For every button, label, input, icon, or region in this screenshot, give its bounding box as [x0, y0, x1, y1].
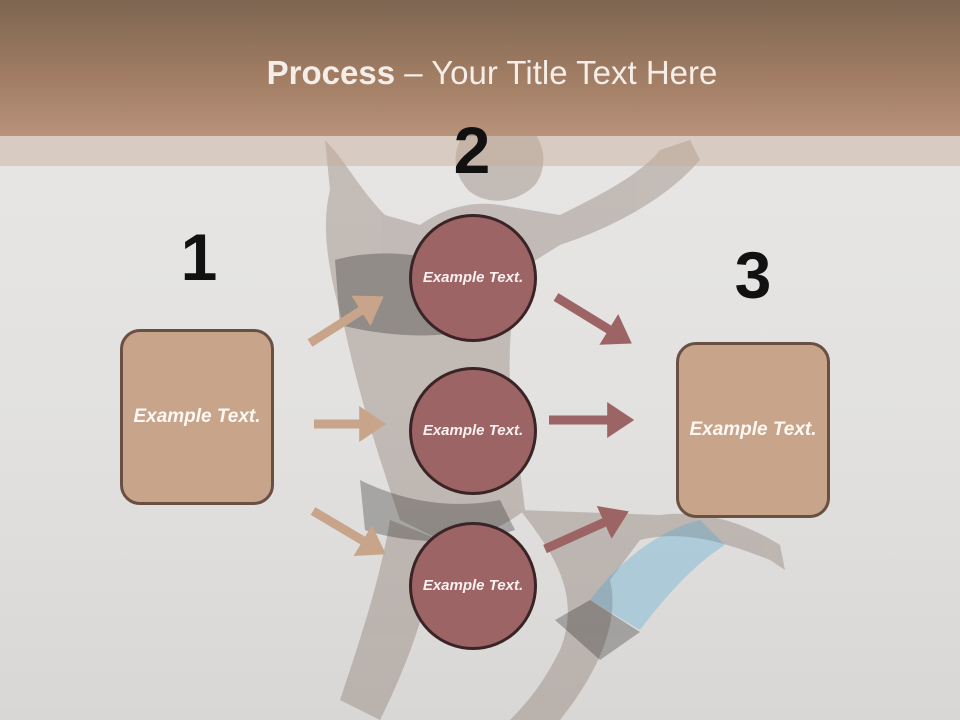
title-dash: – — [395, 54, 432, 91]
arrow-circle-bottom-to-box — [543, 506, 629, 554]
process-box-right[interactable]: Example Text. — [676, 342, 830, 518]
circle-middle-label: Example Text. — [422, 421, 524, 439]
title-bold: Process — [266, 54, 396, 91]
step-number-1: 1 — [180, 220, 218, 294]
circle-top-label: Example Text. — [422, 268, 524, 286]
step-number-3: 3 — [734, 238, 772, 312]
header-strip — [0, 136, 960, 166]
process-circle-bottom[interactable]: Example Text. — [409, 522, 537, 650]
arrow-box-to-circle-bottom — [310, 507, 386, 556]
process-circle-top[interactable]: Example Text. — [409, 214, 537, 342]
step-number-2: 2 — [453, 113, 491, 187]
title-rest: Your Title Text Here — [431, 54, 718, 91]
page-title: Process – Your Title Text Here — [0, 54, 960, 92]
process-box-left[interactable]: Example Text. — [120, 329, 274, 505]
process-circle-middle[interactable]: Example Text. — [409, 367, 537, 495]
arrow-circle-top-to-box — [553, 293, 632, 345]
box-left-label: Example Text. — [133, 405, 261, 427]
header-band — [0, 0, 960, 136]
circle-bottom-label: Example Text. — [422, 576, 524, 594]
box-right-label: Example Text. — [689, 418, 817, 440]
arrow-box-to-circle-top — [307, 295, 384, 347]
